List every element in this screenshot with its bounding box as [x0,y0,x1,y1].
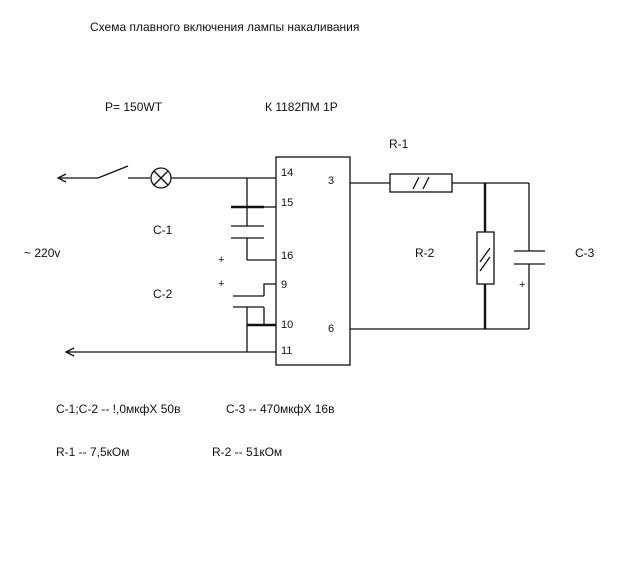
chip-name-label: К 1182ПМ 1Р [265,100,338,114]
c3-plus: + [519,279,526,291]
r1-label: R-1 [389,137,409,151]
c1-label: C-1 [153,223,173,237]
switch-lever [97,165,129,179]
note-c3: C-3 -- 470мкфХ 16в [226,402,335,416]
c2-label: C-2 [153,287,173,301]
pin-11-label: 11 [281,345,293,357]
diagram-title: Схема плавного включения лампы накаливан… [90,20,360,34]
c2-plus-upper: + [218,254,225,266]
lamp-power-label: P= 150WT [105,100,163,114]
pin-6-label: 6 [328,323,335,335]
chip-body [275,156,351,366]
c2-upper-wire [263,283,276,296]
supply-voltage-label: ~ 220v [24,246,61,260]
c2-plus-lower: + [218,278,225,290]
pin-10-label: 10 [281,319,294,331]
pin-16-label: 16 [281,250,294,262]
r1-slash-a [412,176,420,190]
arrow-left-top-icon [56,173,67,183]
note-c1-c2: C-1;C-2 -- !,0мкфХ 50в [56,402,181,416]
r2-slash-b [479,247,491,263]
pin-15-label: 15 [281,197,294,209]
c3-label: C-3 [575,246,595,260]
r1-body [389,173,453,193]
pin-9-label: 9 [281,279,288,291]
pin-3-label: 3 [328,175,335,187]
r1-slash-b [422,176,430,190]
pin-14-label: 14 [281,167,294,179]
note-r1: R-1 -- 7,5кОм [56,445,130,459]
r2-body [476,231,495,285]
r2-slash-a [479,256,491,272]
arrow-left-bottom-icon [64,347,75,357]
r2-label: R-2 [415,246,435,260]
note-r2: R-2 -- 51кОм [212,445,283,459]
lamp-cross-b [153,170,169,186]
